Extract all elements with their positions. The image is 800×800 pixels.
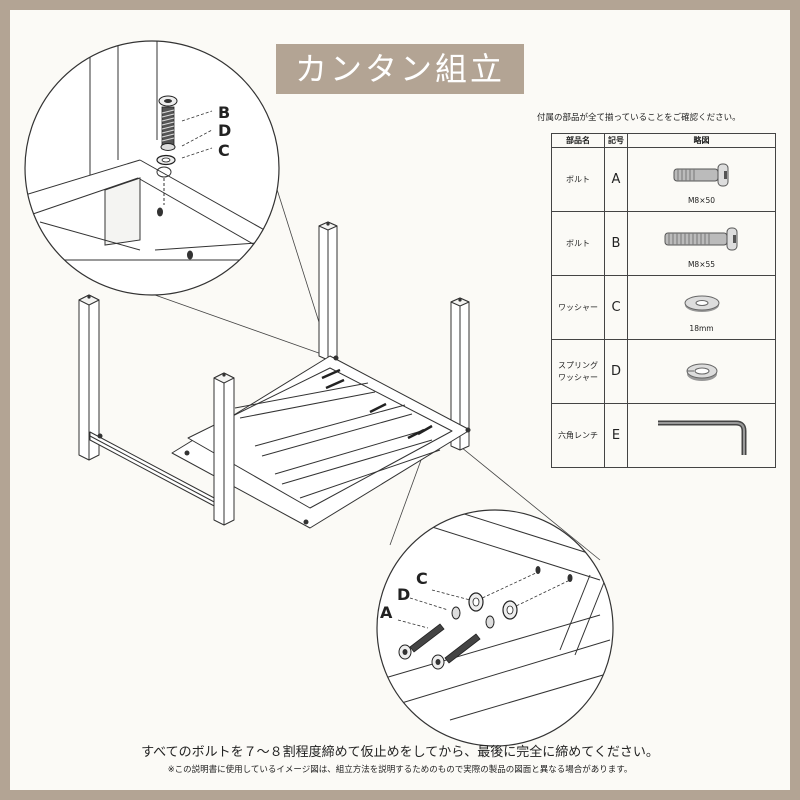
part-figure: [627, 403, 776, 468]
part-figure: 18mm: [627, 275, 776, 340]
table-row: ワッシャー C 18mm: [551, 275, 776, 340]
part-figure: M8×50: [627, 147, 776, 212]
spring-washer-icon: [686, 363, 717, 381]
label-a-bottom: A: [380, 603, 393, 622]
header-diagram: 略図: [627, 133, 776, 148]
part-size: 18mm: [689, 324, 714, 333]
part-symbol: E: [604, 403, 628, 468]
part-name: スプリング ワッシャー: [551, 339, 605, 404]
flat-washer-icon: [684, 295, 719, 312]
part-name: ボルト: [551, 211, 605, 276]
header-symbol: 記号: [604, 133, 628, 148]
instruction-text: すべてのボルトを７～８割程度締めて仮止めをしてから、最後に完全に締めてください。: [141, 745, 659, 760]
bolt-a2-icon: [431, 633, 481, 670]
short-bolt-icon: [673, 163, 728, 186]
part-name: ボルト: [551, 147, 605, 212]
part-symbol: C: [604, 275, 628, 340]
part-figure: [627, 339, 776, 404]
label-c: C: [218, 141, 230, 160]
label-d-bottom: D: [397, 585, 410, 604]
label-c-bottom: C: [416, 569, 428, 588]
detail-circle-bottom: C D A: [376, 509, 614, 747]
detail-circle-top: B D C: [24, 40, 280, 296]
bolt-markers: [321, 368, 433, 440]
table-row: スプリング ワッシャー D: [551, 339, 776, 404]
hex-key-icon: [657, 420, 746, 455]
long-bolt-icon: [664, 227, 737, 250]
part-symbol: B: [604, 211, 628, 276]
label-b: B: [218, 103, 230, 122]
part-name: ワッシャー: [551, 275, 605, 340]
label-d: D: [218, 121, 231, 140]
table-row: ボルト B M8×55: [551, 211, 776, 276]
footnote-text: ※この説明書に使用しているイメージ図は、組立方法を説明するためのもので実際の製品…: [167, 765, 633, 775]
part-symbol: D: [604, 339, 628, 404]
parts-table: 部品名 記号 略図 ボルト A M8×50 ボルト B: [551, 133, 776, 468]
table-row: 六角レンチ E: [551, 403, 776, 468]
part-size: M8×55: [687, 260, 716, 269]
header-part-name: 部品名: [551, 133, 605, 148]
part-size: M8×50: [687, 196, 716, 205]
parts-table-header: 部品名 記号 略図: [551, 133, 776, 148]
table-frame: [78, 221, 471, 529]
bolt-b-icon: [156, 95, 178, 166]
table-row: ボルト A M8×50: [551, 147, 776, 212]
part-figure: M8×55: [627, 211, 776, 276]
page-title: カンタン組立: [276, 44, 524, 94]
bolt-a-icon: [398, 623, 445, 660]
part-symbol: A: [604, 147, 628, 212]
part-name: 六角レンチ: [551, 403, 605, 468]
parts-note: 付属の部品が全て揃っていることをご確認ください。: [537, 113, 741, 123]
